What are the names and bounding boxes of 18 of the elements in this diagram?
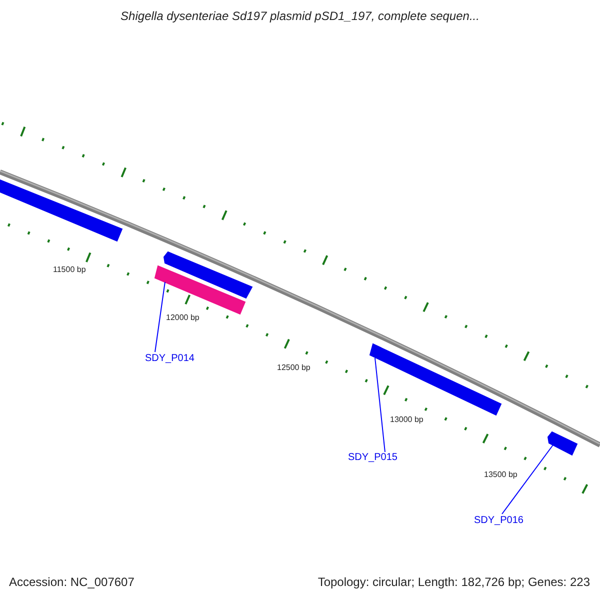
gene-bar [0,179,123,242]
gene-label: SDY_P016 [474,515,524,526]
scale-label: 12500 bp [277,363,310,372]
scale-label: 12000 bp [166,313,200,322]
leader-line [374,358,386,452]
accession-text: Accession: NC_007607 [9,575,134,589]
leader-line [502,444,554,514]
summary-text: Topology: circular; Length: 182,726 bp; Genes: 223 [318,575,590,589]
scale-label: 11500 bp [53,265,86,274]
gene-label: SDY_P015 [348,452,398,463]
map-title: Shigella dysenteriae Sd197 plasmid pSD1_197, complete sequen... [120,9,480,23]
leader-line [154,282,166,352]
gene-label: SDY_P014 [145,353,194,364]
gene-bar [154,265,246,315]
scale-label: 13500 bp [484,470,518,479]
gene-bar [547,431,578,456]
gene-bar [163,251,253,299]
gene-bar [369,343,502,416]
